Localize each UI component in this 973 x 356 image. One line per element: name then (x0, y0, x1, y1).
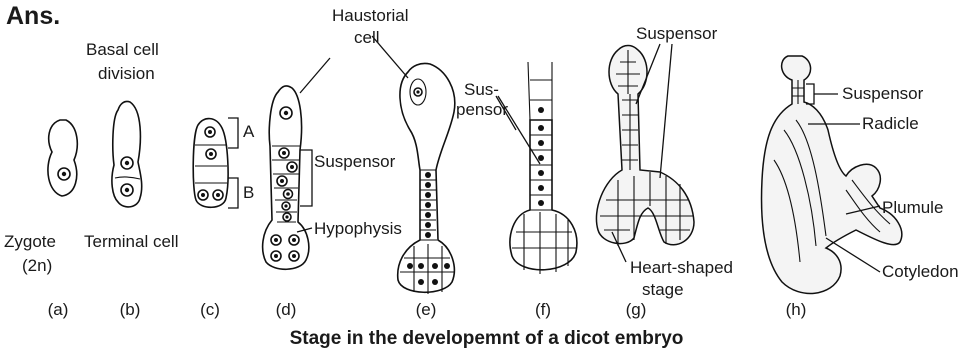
a-bracket-label: A (243, 122, 254, 142)
b-bracket-label: B (243, 183, 254, 203)
terminal-cell-label: Terminal cell (84, 232, 178, 252)
stage-label-g: (g) (616, 300, 656, 320)
four-celled-drawing (193, 118, 238, 208)
suspensor-label-f-line2: pensor (456, 100, 508, 120)
suspensor-label-f-line1: Sus- (464, 80, 499, 100)
stage-label-a: (a) (38, 300, 78, 320)
stage-label-b: (b) (110, 300, 150, 320)
heart-shaped-stage-label-line2: stage (642, 280, 684, 300)
radicle-label: Radicle (862, 114, 919, 134)
zygote-label: Zygote (4, 232, 56, 252)
two-celled-drawing (112, 101, 142, 206)
cotyledon-label: Cotyledon (882, 262, 959, 282)
zygote-drawing (48, 120, 77, 196)
plumule-label: Plumule (882, 198, 943, 218)
stage-label-e: (e) (406, 300, 446, 320)
haustorial-cell-label-line1: Haustorial (332, 6, 409, 26)
early-heart-embryo-drawing (496, 62, 577, 274)
suspensor-label-d: Suspensor (314, 152, 395, 172)
heart-shaped-embryo-drawing (596, 44, 694, 262)
heart-shaped-stage-label-line1: Heart-shaped (630, 258, 733, 278)
stage-label-f: (f) (523, 300, 563, 320)
haustorial-cell-label-line2: cell (354, 28, 380, 48)
basal-cell-division-label-line2: division (98, 64, 155, 84)
stage-label-c: (c) (190, 300, 230, 320)
suspensor-label-h: Suspensor (842, 84, 923, 104)
stage-label-h: (h) (776, 300, 816, 320)
zygote-ploidy-label: (2n) (22, 256, 52, 276)
hypophysis-label: Hypophysis (314, 219, 402, 239)
stage-label-d: (d) (266, 300, 306, 320)
suspensor-label-g: Suspensor (636, 24, 717, 44)
basal-cell-division-label-line1: Basal cell (86, 40, 159, 60)
figure-caption: Stage in the developemnt of a dicot embr… (0, 328, 973, 350)
